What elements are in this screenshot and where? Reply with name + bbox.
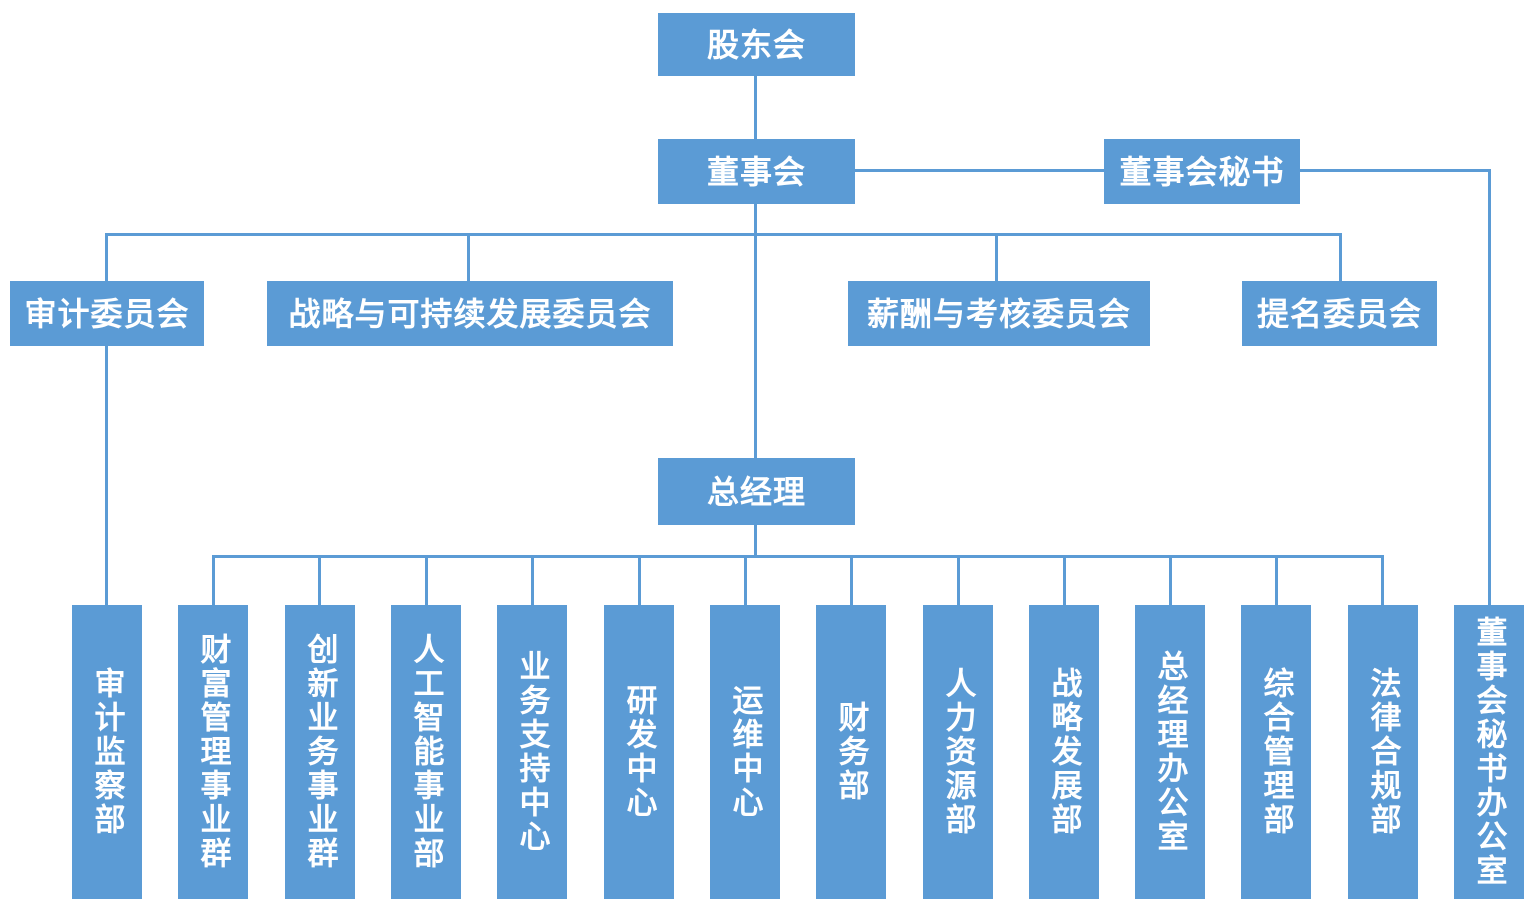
node-dept-audit-supervision: 审计监察部 <box>72 605 142 899</box>
dept-label: 财富管理事业群 <box>195 633 231 871</box>
connector-secretary-right <box>1300 169 1491 172</box>
node-dept-legal-compliance: 法律合规部 <box>1348 605 1418 899</box>
connector-drop-dept <box>850 555 853 605</box>
node-dept-ops-center: 运维中心 <box>710 605 780 899</box>
node-board-secretary: 董事会秘书 <box>1104 139 1300 204</box>
dept-label: 总经理办公室 <box>1152 650 1188 854</box>
dept-label: 运维中心 <box>727 684 763 820</box>
dept-label: 法律合规部 <box>1365 667 1401 837</box>
connector-drop-dept <box>638 555 641 605</box>
dept-label: 研发中心 <box>621 684 657 820</box>
dept-label: 人工智能事业部 <box>408 633 444 871</box>
connector-departments-bus <box>212 555 1384 558</box>
node-compensation-committee: 薪酬与考核委员会 <box>848 281 1150 346</box>
connector-board-secretary <box>855 169 1104 172</box>
node-dept-business-support: 业务支持中心 <box>497 605 567 899</box>
connector-committees-bus <box>105 233 1342 236</box>
connector-board-gm <box>754 203 757 458</box>
dept-label: 综合管理部 <box>1258 667 1294 837</box>
connector-audit-dept <box>105 346 108 605</box>
node-dept-strategy-development: 战略发展部 <box>1029 605 1099 899</box>
node-dept-general-administration: 综合管理部 <box>1241 605 1311 899</box>
node-dept-gm-office: 总经理办公室 <box>1135 605 1205 899</box>
connector-drop-dept <box>1063 555 1066 605</box>
node-dept-board-secretary-office: 董事会秘书办公室 <box>1454 605 1524 899</box>
node-board-of-directors: 董事会 <box>658 139 855 204</box>
connector-drop-strategy-comm <box>467 233 470 281</box>
connector-drop-dept <box>957 555 960 605</box>
connector-drop-dept <box>1275 555 1278 605</box>
connector-drop-dept <box>744 555 747 605</box>
connector-drop-dept <box>212 555 215 605</box>
connector-shareholders-board <box>754 76 757 139</box>
dept-label: 战略发展部 <box>1046 667 1082 837</box>
connector-gm-bus-stub <box>754 525 757 558</box>
dept-label: 董事会秘书办公室 <box>1471 616 1507 888</box>
dept-label: 人力资源部 <box>940 667 976 837</box>
node-dept-finance: 财务部 <box>816 605 886 899</box>
dept-label: 业务支持中心 <box>514 650 550 854</box>
connector-drop-dept <box>1381 555 1384 605</box>
node-dept-rnd-center: 研发中心 <box>604 605 674 899</box>
dept-label: 创新业务事业群 <box>302 633 338 871</box>
node-dept-wealth-management: 财富管理事业群 <box>178 605 248 899</box>
node-shareholders-meeting: 股东会 <box>658 13 855 76</box>
connector-drop-dept <box>425 555 428 605</box>
node-dept-ai-business: 人工智能事业部 <box>391 605 461 899</box>
node-dept-innovation-business: 创新业务事业群 <box>285 605 355 899</box>
dept-label: 财务部 <box>833 701 869 803</box>
connector-secretary-office <box>1488 169 1491 606</box>
connector-drop-comp-comm <box>995 233 998 281</box>
connector-drop-nom-comm <box>1339 233 1342 281</box>
connector-drop-dept <box>1169 555 1172 605</box>
connector-drop-audit-comm <box>105 233 108 281</box>
node-nomination-committee: 提名委员会 <box>1242 281 1437 346</box>
connector-drop-dept <box>531 555 534 605</box>
node-audit-committee: 审计委员会 <box>10 281 204 346</box>
dept-label: 审计监察部 <box>89 667 125 837</box>
connector-drop-dept <box>318 555 321 605</box>
node-general-manager: 总经理 <box>658 458 855 525</box>
node-strategy-committee: 战略与可持续发展委员会 <box>267 281 673 346</box>
node-dept-human-resources: 人力资源部 <box>923 605 993 899</box>
